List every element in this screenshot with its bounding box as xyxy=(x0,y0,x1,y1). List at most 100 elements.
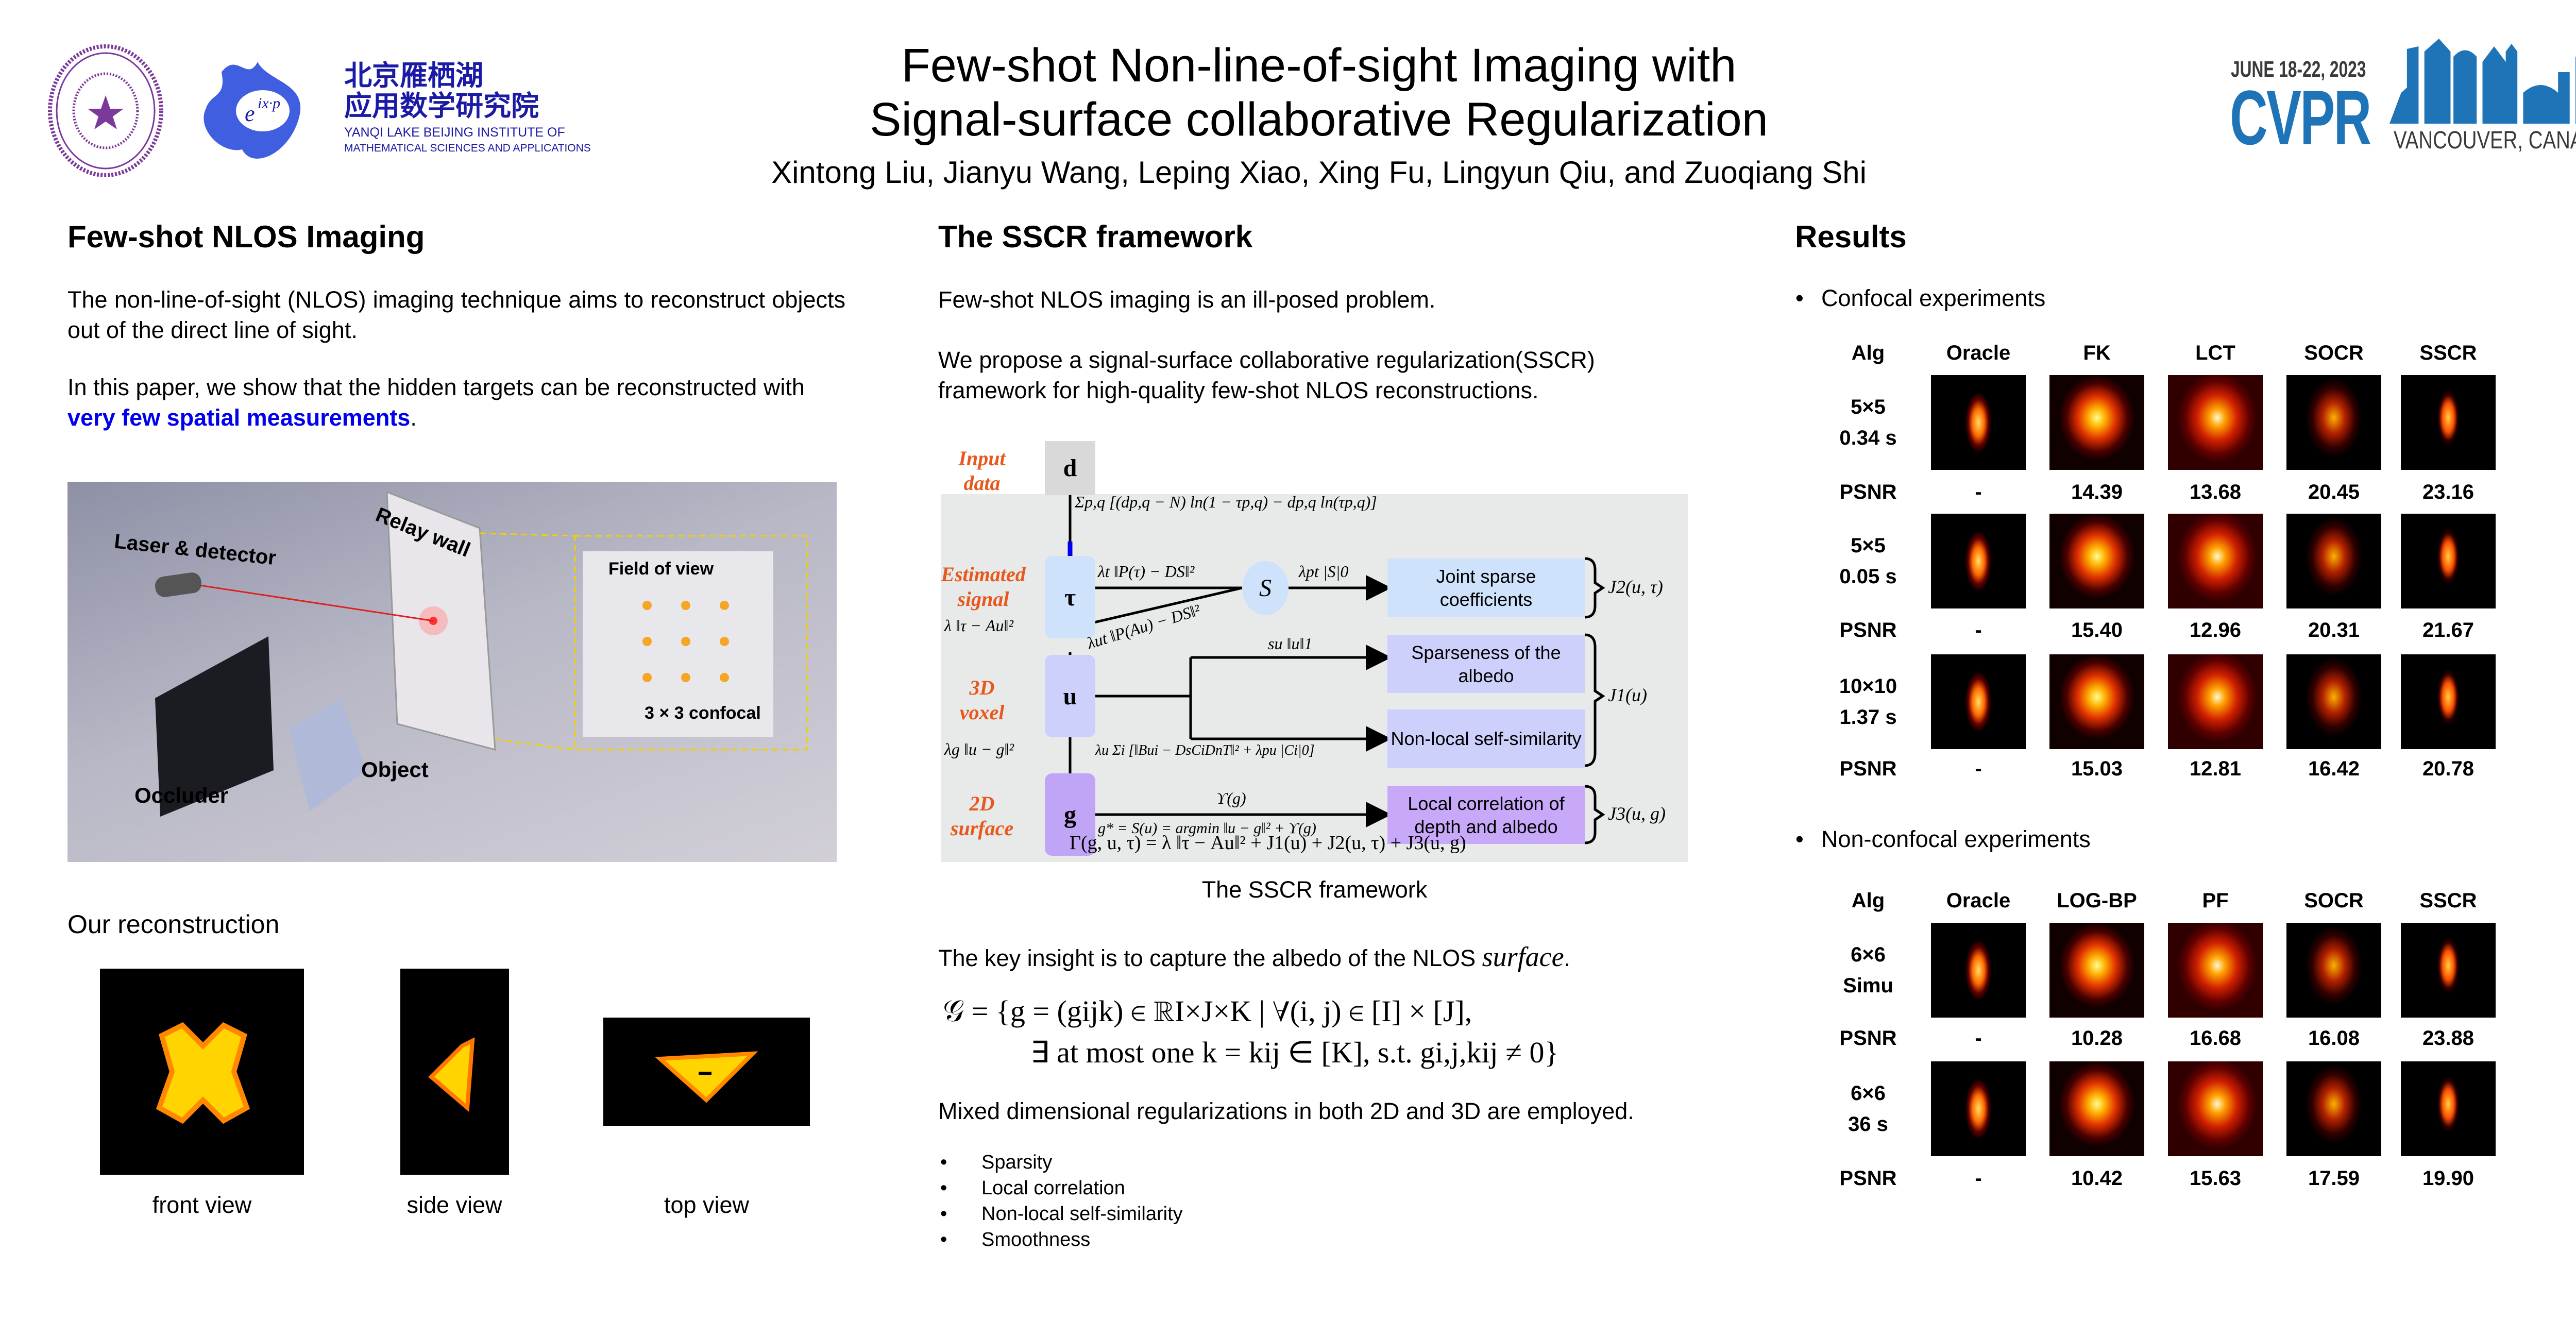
psnr-value: 10.42 xyxy=(2071,1167,2123,1190)
cvpr-name: CVPR xyxy=(2230,74,2371,161)
object-shape xyxy=(289,698,366,811)
sparseness-box: Sparseness of the albedo xyxy=(1387,635,1585,693)
cvpr-date: JUNE 18-22, 2023 xyxy=(2231,57,2366,82)
key-insight-text: The key insight is to capture the albedo… xyxy=(938,939,1570,975)
2d-surface-label: 2D surface xyxy=(950,792,1014,840)
occluder-label: Occluder xyxy=(134,783,229,807)
node-u: u xyxy=(1045,655,1095,737)
svg-text:e: e xyxy=(245,101,255,126)
psnr-value: 16.42 xyxy=(2308,757,2360,780)
node-d: d xyxy=(1045,441,1095,495)
reconstruction-image-oracle xyxy=(1931,375,2026,470)
row-label-time: 36 s xyxy=(1848,1113,1888,1136)
reconstruction-image-socr xyxy=(2286,923,2381,1018)
psnr-value: 10.28 xyxy=(2071,1027,2123,1050)
front-view-image xyxy=(100,969,304,1175)
nonlocal-box: Non-local self-similarity xyxy=(1387,709,1585,768)
reconstruction-image-fk xyxy=(2049,654,2144,749)
estimated-signal-label: Estimated signal xyxy=(941,563,1026,611)
reconstruction-image-sscr xyxy=(2401,375,2496,470)
section-heading-results: Results xyxy=(1795,219,1907,254)
eq-gstar: g* = S(u) = argmin ‖u − g‖² + ϒ(g) xyxy=(1098,820,1316,837)
side-view-image xyxy=(400,969,509,1175)
tsinghua-logo xyxy=(46,44,165,178)
node-g: g xyxy=(1045,773,1095,856)
local-correlation-box: Local correlation of depth and albedo xyxy=(1387,786,1585,844)
section-heading-few-shot: Few-shot NLOS Imaging xyxy=(67,219,425,254)
eq-s-l0: λpt |S|0 xyxy=(1299,562,1349,581)
psnr-value: 16.68 xyxy=(2189,1027,2242,1050)
front-view-label: front view xyxy=(152,1192,252,1218)
claim-paragraph: In this paper, we show that the hidden t… xyxy=(67,373,845,433)
eq-su: su ‖u‖1 xyxy=(1268,634,1313,653)
claim-text: In this paper, we show that the hidden t… xyxy=(67,374,805,400)
reconstruction-image-lct xyxy=(2168,654,2263,749)
row-label-time: 0.05 s xyxy=(1839,565,1897,588)
psnr-label: PSNR xyxy=(1839,757,1897,780)
reconstruction-image-socr xyxy=(2286,1061,2381,1156)
psnr-value: - xyxy=(1975,481,1982,503)
vancouver-skyline-icon xyxy=(2389,39,2576,124)
eq-nonlocal: λu Σi [‖Bui − DsCiDnT‖² + λpu |Ci|0] xyxy=(1095,742,1315,758)
cvpr-logo: JUNE 18-22, 2023 CVPR VANCOUVER, CANADA xyxy=(2226,31,2576,165)
reconstruction-image-fk xyxy=(2049,375,2144,470)
insight-suffix: . xyxy=(1564,945,1571,971)
psnr-value: - xyxy=(1975,619,1982,641)
j1-label: J1(u) xyxy=(1608,685,1647,705)
fov-dots xyxy=(642,601,729,682)
reconstruction-image-socr xyxy=(2286,514,2381,608)
eq-total-objective: Γ(g, u, τ) = λ ‖τ − Au‖² + J1(u) + J2(u,… xyxy=(1070,832,1466,854)
psnr-value: 14.39 xyxy=(2071,481,2123,503)
bimsa-en-line2: MATHEMATICAL SCIENCES AND APPLICATIONS xyxy=(344,142,591,154)
psnr-value: 20.45 xyxy=(2308,481,2360,503)
psnr-value: 23.88 xyxy=(2422,1027,2475,1050)
mixed-regularization-text: Mixed dimensional regularizations in bot… xyxy=(938,1098,1634,1124)
psnr-label: PSNR xyxy=(1839,481,1897,503)
section-heading-sscr: The SSCR framework xyxy=(938,219,1253,254)
confocal-title: Confocal experiments xyxy=(1795,285,2045,312)
column-header-pf: PF xyxy=(2202,889,2229,912)
psnr-value: 15.63 xyxy=(2189,1167,2242,1190)
reconstruction-image-socr xyxy=(2286,654,2381,749)
reconstruction-image-log-bp xyxy=(2049,923,2144,1018)
psnr-value: 12.81 xyxy=(2189,757,2242,780)
psnr-label: PSNR xyxy=(1839,1167,1897,1190)
insight-prefix: The key insight is to capture the albedo… xyxy=(938,945,1482,971)
insight-word: surface xyxy=(1482,941,1564,972)
fov-caption: 3 × 3 confocal xyxy=(645,703,761,723)
diagram-caption: The SSCR framework xyxy=(1201,876,1428,903)
bullet-smoothness: Smoothness xyxy=(940,1229,1090,1251)
eq-data-fidelity: Σp,q [(dp,q − N) ln(1 − τp,q) − dp,q ln(… xyxy=(1075,493,1377,511)
surface-set-line1: 𝒢 = {g = (gijk) ∈ ℝI×J×K | ∀(i, j) ∈ [I]… xyxy=(943,994,1472,1028)
reconstruction-image-socr xyxy=(2286,375,2381,470)
psnr-value: 17.59 xyxy=(2308,1167,2360,1190)
svg-text:ix·p: ix·p xyxy=(258,95,280,112)
psnr-value: 19.90 xyxy=(2422,1167,2475,1190)
psnr-label: PSNR xyxy=(1839,619,1897,641)
psnr-value: - xyxy=(1975,1167,1982,1190)
column-header-fk: FK xyxy=(2083,342,2111,364)
reconstruction-image-sscr xyxy=(2401,514,2496,608)
psnr-value: 13.68 xyxy=(2189,481,2242,503)
eq-upsilon: ϒ(g) xyxy=(1216,789,1246,807)
reconstruction-image-lct xyxy=(2168,514,2263,608)
object-label: Object xyxy=(361,757,429,782)
bimsa-logo-icon: e ix·p xyxy=(191,52,330,170)
3d-voxel-label: 3D voxel xyxy=(959,676,1005,724)
row-label-config: 6×6 xyxy=(1851,1082,1886,1105)
psnr-value: 20.31 xyxy=(2308,619,2360,641)
side-view-label: side view xyxy=(406,1192,502,1218)
eq-tau-s: λt ‖P(τ) − DS‖² xyxy=(1098,562,1195,581)
eq-u-g: λg ‖u − g‖² xyxy=(944,740,1014,758)
column-header-oracle: Oracle xyxy=(1946,889,2011,912)
reconstruction-image-log-bp xyxy=(2049,1061,2144,1156)
reconstruction-heading: Our reconstruction xyxy=(67,910,280,939)
claim-highlight: very few spatial measurements xyxy=(67,404,411,431)
bullet-local-correlation: Local correlation xyxy=(940,1177,1125,1199)
intro-paragraph: The non-line-of-sight (NLOS) imaging tec… xyxy=(67,286,845,343)
reconstruction-image-oracle xyxy=(1931,1061,2026,1156)
column-header-socr: SOCR xyxy=(2304,889,2364,912)
j2-label: J2(u, τ) xyxy=(1608,577,1663,597)
sscr-diagram: Input data Estimated signal 3D voxel 2D … xyxy=(938,436,1691,862)
cvpr-location: VANCOUVER, CANADA xyxy=(2394,127,2576,154)
